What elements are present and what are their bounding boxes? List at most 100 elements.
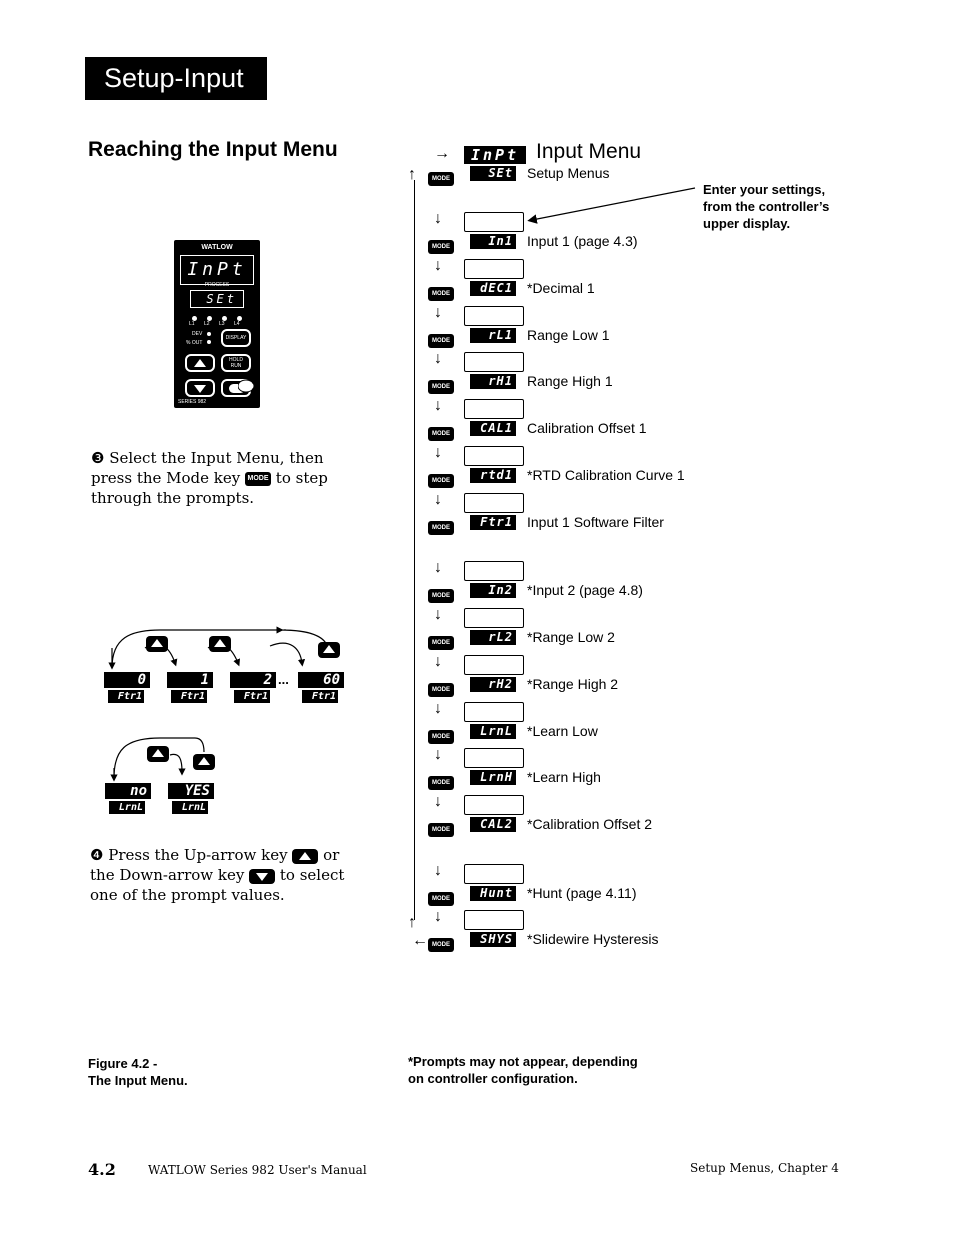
led-label-l1: L1 (189, 321, 195, 327)
value-display-1: 1 (167, 672, 213, 688)
step-down-arrow: ↓ (434, 653, 442, 670)
prompt-code-display: Ftr1 (470, 515, 516, 530)
menu-display: InPt (464, 146, 526, 164)
learn-prompt-0: LrnL (109, 801, 145, 814)
value-entry-box (464, 608, 524, 628)
learn-value-yes: YES (168, 783, 214, 799)
value-entry-box (464, 212, 524, 232)
step4-bullet: ❹ (90, 846, 104, 864)
callout-pointer (527, 187, 696, 224)
mode-button: MODE (428, 380, 454, 394)
prompt-label: *RTD Calibration Curve 1 (527, 467, 685, 483)
prompt-code-display: rL2 (470, 630, 516, 645)
value-entry-box (464, 655, 524, 675)
menu-entry-arrow: → (434, 145, 450, 162)
up-arrow-key-icon (193, 754, 215, 770)
loop-return-left-arrow: ← (412, 932, 428, 949)
step4-text-3: to select one of the prompt values. (90, 866, 345, 904)
page-number: 4.2 (88, 1160, 116, 1179)
prompt-label: *Hunt (page 4.11) (527, 885, 637, 901)
footnote: *Prompts may not appear, depending on co… (408, 1053, 638, 1087)
prompt-label: Range Low 1 (527, 327, 610, 343)
step-down-arrow: ↓ (434, 862, 442, 879)
chapter-label: Setup Menus, Chapter 4 (690, 1161, 839, 1175)
prompt-code-display: rH2 (470, 677, 516, 692)
footnote-line1: *Prompts may not appear, depending (408, 1054, 638, 1069)
mode-button: MODE (428, 636, 454, 650)
figure-caption-line1: Figure 4.2 - (88, 1056, 158, 1071)
section-heading: Reaching the Input Menu (88, 138, 338, 161)
step-down-arrow: ↓ (434, 908, 442, 925)
prompt-label: Input 1 Software Filter (527, 514, 664, 530)
mode-button: MODE (428, 427, 454, 441)
loop-return-up-arrow: ↑ (408, 914, 416, 931)
controller-faceplate: WATLOW InPt PROCESS SEt L1 L2 L3 L4 DEV … (174, 240, 260, 408)
value-entry-box (464, 748, 524, 768)
value-ellipsis: ... (278, 672, 289, 687)
value-entry-box (464, 352, 524, 372)
out-label: % OUT (186, 340, 203, 346)
prompt-code-display: rL1 (470, 328, 516, 343)
callout-line2: from the controller’s (703, 199, 830, 214)
up-arrow-key-icon (292, 848, 319, 864)
value-display-0: 0 (104, 672, 150, 688)
step4-text-1: Press the Up-arrow key (108, 846, 288, 864)
led-label-l4: L4 (234, 321, 240, 327)
setup-label: Setup Menus (527, 165, 610, 181)
value-display-2: 2 (230, 672, 276, 688)
step3-bullet: ❸ (91, 449, 105, 467)
prompt-code-display: rH1 (470, 374, 516, 389)
callout-line3: upper display. (703, 216, 791, 231)
dev-label: DEV (192, 331, 203, 337)
step-down-arrow: ↓ (434, 397, 442, 414)
step-down-arrow: ↓ (434, 606, 442, 623)
prompt-label: *Decimal 1 (527, 280, 595, 296)
value-entry-box (464, 561, 524, 581)
prompt-cycle-diagram: ··· (100, 618, 360, 718)
mode-button: MODE (428, 938, 454, 952)
prompt-label: *Learn High (527, 769, 601, 785)
value-entry-box (464, 446, 524, 466)
figure-caption-line2: The Input Menu. (88, 1073, 188, 1088)
step4-text-2: or the Down-arrow key (90, 846, 340, 884)
prompt-label: *Slidewire Hysteresis (527, 931, 659, 947)
up-arrow-key-icon (146, 636, 168, 652)
controller-upper-display: InPt (187, 259, 247, 280)
up-arrow-key-icon (209, 636, 231, 652)
learn-value-no: no (105, 783, 151, 799)
settings-callout: Enter your settings, from the controller… (703, 181, 829, 232)
step3-text-after: to step through the prompts. (91, 469, 328, 507)
prompt-label: *Input 2 (page 4.8) (527, 582, 643, 598)
value-entry-box (464, 910, 524, 930)
mode-key-icon: MODE (245, 472, 272, 486)
prompt-display-3: Ftr1 (302, 690, 338, 703)
setup-display: SEt (470, 166, 516, 181)
prompt-label: Calibration Offset 1 (527, 420, 647, 436)
prompt-code-display: In1 (470, 234, 516, 249)
hold-run-key: HOLD RUN (221, 354, 251, 372)
prompt-label: Range High 1 (527, 373, 613, 389)
mode-button: MODE (428, 334, 454, 348)
prompt-display-2: Ftr1 (234, 690, 270, 703)
prompt-display-1: Ftr1 (171, 690, 207, 703)
controller-lower-display: SEt (190, 290, 244, 308)
cycle-ellipsis: ··· (275, 622, 287, 636)
mode-button: MODE (428, 240, 454, 254)
step-down-arrow: ↓ (434, 746, 442, 763)
mode-button: MODE (428, 287, 454, 301)
prompt-code-display: In2 (470, 583, 516, 598)
process-label: PROCESS (204, 282, 230, 288)
pressing-finger-icon (237, 378, 262, 394)
controller-brand: WATLOW (201, 244, 233, 251)
mode-button: MODE (428, 823, 454, 837)
learn-toggle-diagram (100, 730, 230, 785)
menu-title: Input Menu (536, 140, 642, 163)
value-entry-box (464, 259, 524, 279)
step3-instruction: ❸ Select the Input Menu, then press the … (91, 448, 356, 508)
value-entry-box (464, 795, 524, 815)
value-entry-box (464, 493, 524, 513)
step-down-arrow: ↓ (434, 257, 442, 274)
page-title: Setup-Input (85, 57, 267, 100)
hold-label: HOLD (229, 357, 243, 363)
value-entry-box (464, 399, 524, 419)
